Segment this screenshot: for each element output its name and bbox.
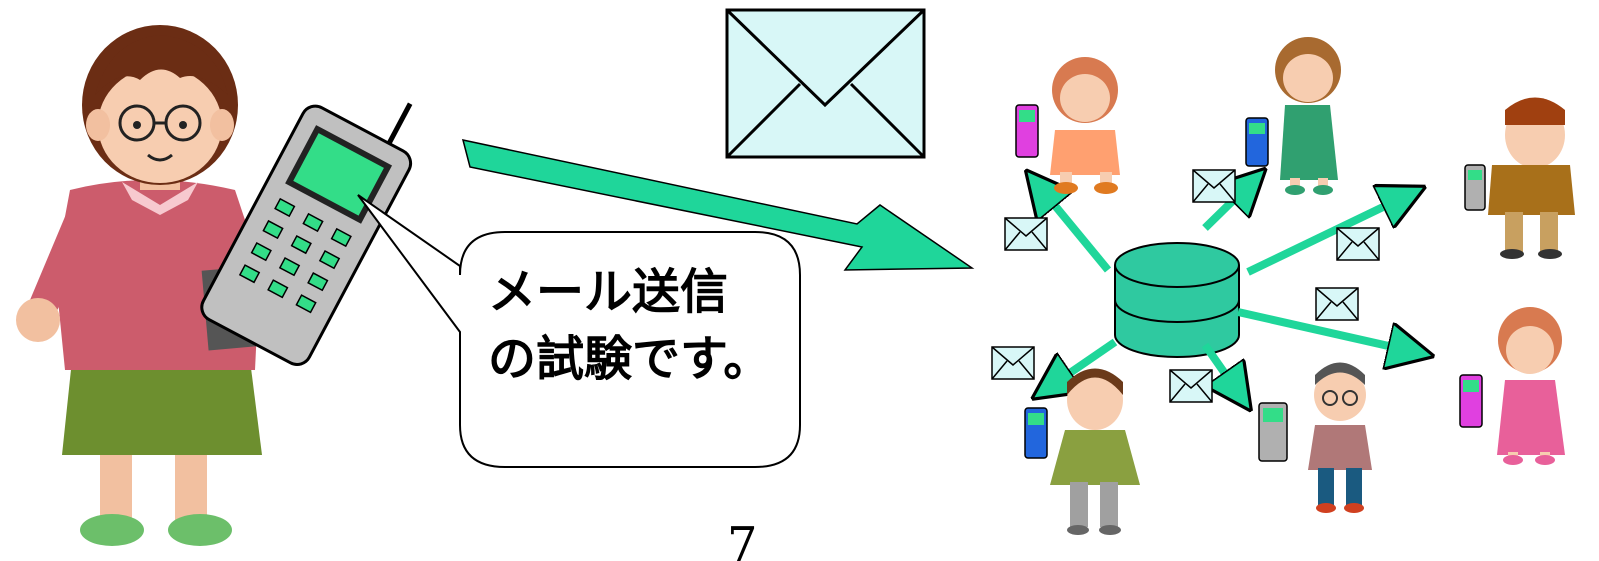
envelope-icon	[725, 8, 926, 159]
page-number: 7	[727, 517, 758, 561]
small-envelope-icon	[991, 346, 1035, 380]
recipient-6-icon	[1024, 368, 1140, 535]
speech-bubble: メール送信 の試験です。	[357, 194, 801, 468]
recipient-3-icon	[1464, 97, 1575, 259]
speech-bubble-line-2: の試験です。	[488, 331, 771, 387]
small-envelope-icon	[1169, 369, 1213, 403]
sender-girl-icon	[16, 25, 285, 546]
mobile-phone-icon	[200, 102, 413, 366]
recipient-2-icon	[1245, 37, 1341, 195]
speech-bubble-line-1: メール送信	[488, 264, 728, 320]
small-envelope-icon	[1192, 169, 1236, 203]
small-envelope-icon	[1336, 227, 1380, 261]
recipient-1-icon	[1015, 57, 1120, 194]
database-server-icon	[1114, 242, 1240, 358]
recipient-4-icon	[1459, 307, 1565, 465]
distribution-arrows	[1038, 182, 1415, 395]
recipient-5-icon	[1258, 362, 1372, 513]
small-envelope-icon	[1315, 287, 1359, 321]
small-envelope-icons	[991, 169, 1380, 403]
small-envelope-icon	[1004, 217, 1048, 251]
send-arrow	[461, 139, 975, 271]
